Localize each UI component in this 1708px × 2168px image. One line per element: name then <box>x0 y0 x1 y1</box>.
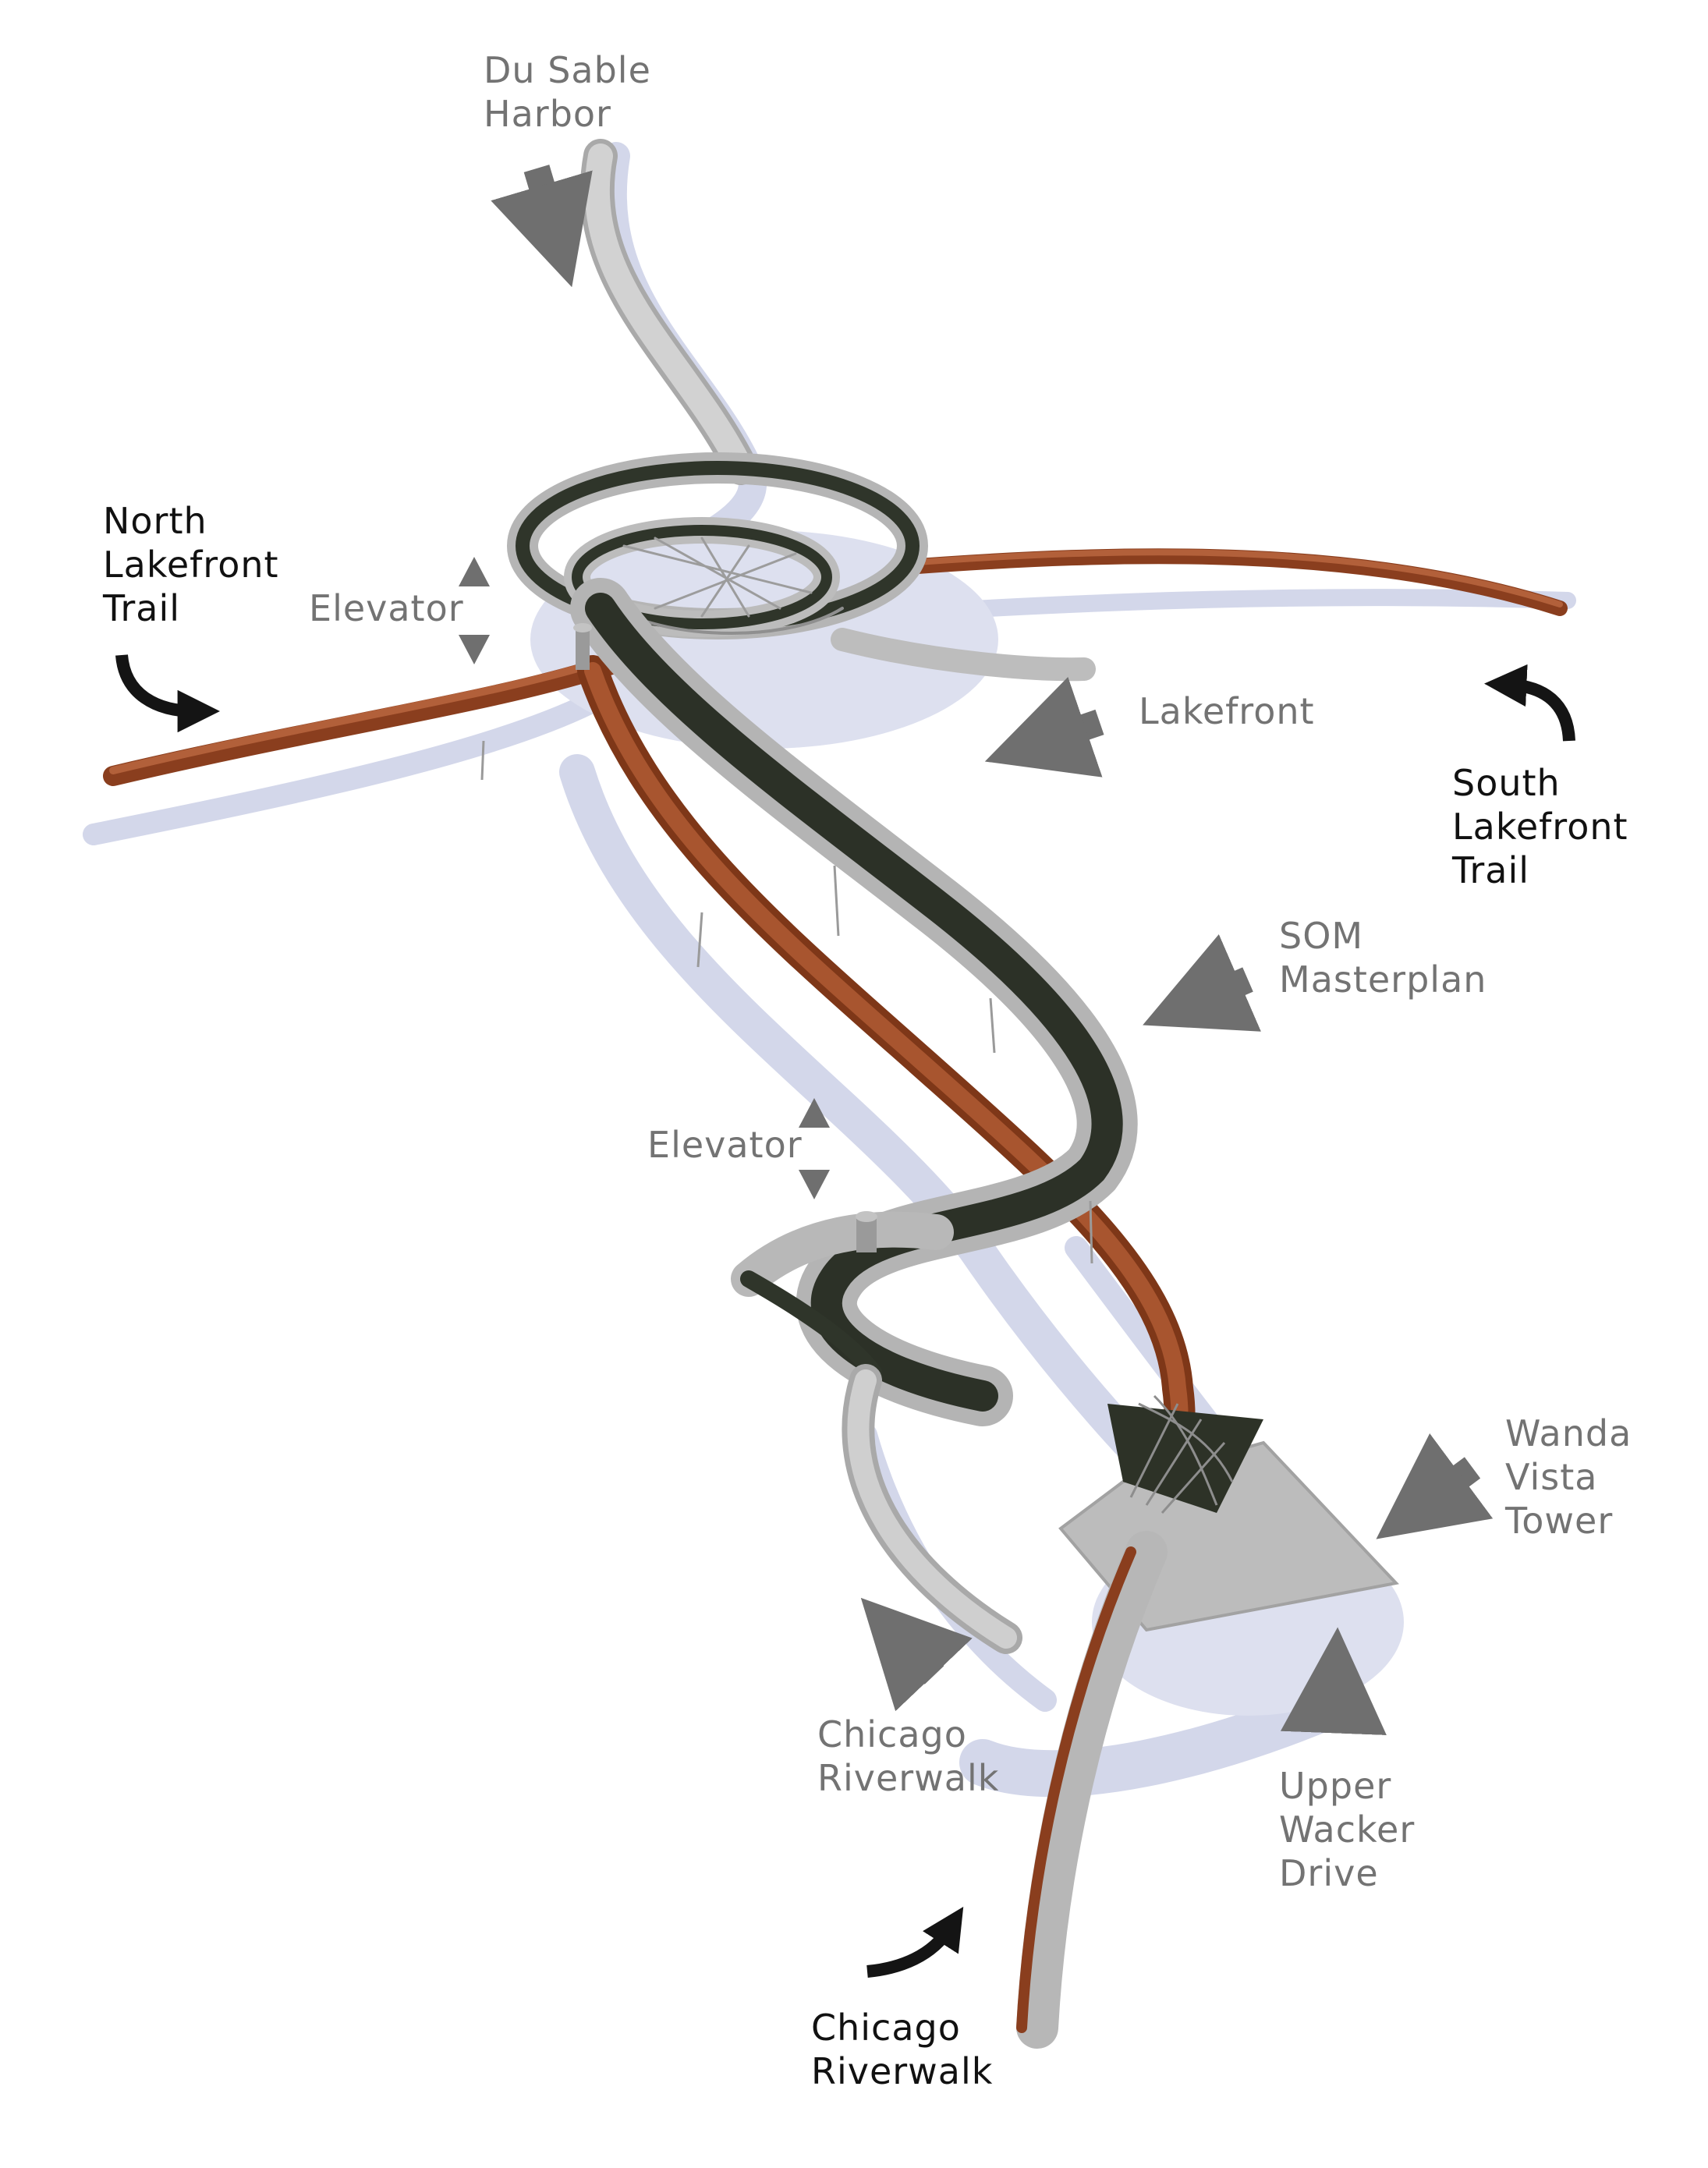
label-wanda-vista-tower: Wanda Vista Tower <box>1505 1412 1632 1542</box>
trail-arrows <box>115 654 1575 1978</box>
arrow-north-trail <box>115 654 220 733</box>
arrow-som <box>1143 933 1261 1032</box>
label-elevator-lower: Elevator <box>647 1124 803 1166</box>
label-south-lakefront-trail: South Lakefront Trail <box>1452 762 1628 891</box>
south-lakefront-walkway <box>889 548 1568 616</box>
label-som-masterplan: SOM Masterplan <box>1279 915 1487 1001</box>
arrow-upper-wacker <box>1280 1627 1387 1735</box>
arrow-south-trail <box>1484 664 1575 742</box>
arrow-du-sable <box>491 165 593 288</box>
arrow-lakefront <box>984 677 1104 778</box>
entry-arrows <box>491 165 1494 1735</box>
elevator-tower-upper <box>573 623 592 670</box>
lower-wave <box>731 1211 954 1381</box>
label-chicago-riverwalk-inner: Chicago Riverwalk <box>817 1713 1000 1799</box>
support-columns <box>480 740 1093 1264</box>
arrow-riverwalk-bottom <box>866 1907 964 1978</box>
elevator-down-icon-upper <box>459 635 490 664</box>
plaza-canopy <box>1129 1394 1234 1514</box>
riverwalk-south <box>1016 1531 1168 2049</box>
elevator-down-icon-lower <box>799 1170 830 1199</box>
north-lakefront-walkway <box>103 653 626 786</box>
label-lakefront: Lakefront <box>1139 690 1315 732</box>
elevator-up-icon-lower <box>799 1098 830 1128</box>
plaza-planting <box>1107 1404 1263 1513</box>
label-chicago-riverwalk-bottom: Chicago Riverwalk <box>811 2007 994 2092</box>
elevator-up-icon-upper <box>459 557 490 586</box>
label-du-sable-harbor: Du Sable Harbor <box>484 49 651 135</box>
label-upper-wacker-drive: Upper Wacker Drive <box>1279 1765 1416 1894</box>
elevator-arrows <box>459 557 830 1199</box>
arrow-wanda <box>1376 1433 1494 1539</box>
planted-spine <box>570 578 1138 1426</box>
arrow-riverwalk-inner <box>860 1597 973 1712</box>
lakefront-ramp <box>831 628 1096 682</box>
label-elevator-upper: Elevator <box>309 587 464 629</box>
elevator-tower-lower <box>856 1211 877 1252</box>
label-north-lakefront-trail: North Lakefront Trail <box>103 500 279 629</box>
du-sable-ramp <box>579 139 758 485</box>
